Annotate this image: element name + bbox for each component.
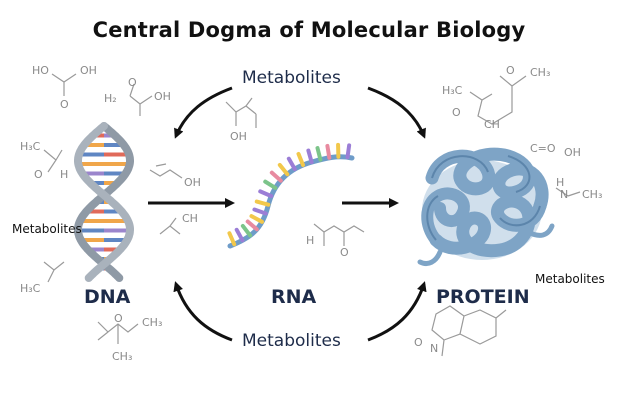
chem-text: H₃C bbox=[20, 282, 41, 295]
rna-base bbox=[249, 214, 265, 224]
metabolites-right-label: Metabolites bbox=[535, 272, 605, 286]
rna-base bbox=[245, 219, 259, 232]
chem-text: CH₃ bbox=[112, 350, 133, 363]
chem-text: O bbox=[114, 312, 123, 325]
rna-base bbox=[254, 199, 271, 207]
chem-text: N bbox=[430, 342, 439, 355]
chem-text: OH bbox=[80, 64, 97, 77]
rna-strand bbox=[227, 142, 355, 249]
rna-base bbox=[252, 207, 268, 216]
dna-helix bbox=[74, 122, 134, 282]
metabolites-top-label: Metabolites bbox=[242, 68, 341, 88]
chem-text: H bbox=[306, 234, 315, 247]
rna-base bbox=[345, 143, 352, 160]
arrow-top-right bbox=[367, 86, 426, 139]
chem-text: CH bbox=[182, 212, 198, 225]
chem-text: HO bbox=[32, 64, 49, 77]
rna-base bbox=[306, 148, 314, 165]
chem-text: O bbox=[60, 98, 69, 111]
protein-structure bbox=[417, 147, 555, 267]
chem-text: O bbox=[414, 336, 423, 349]
chem-text: N bbox=[560, 188, 569, 201]
rna-base bbox=[296, 151, 305, 168]
chem-text: OH bbox=[564, 146, 581, 159]
rna-base bbox=[286, 156, 297, 172]
chem-text: H₃C bbox=[442, 84, 463, 97]
chem-text: C=O bbox=[530, 142, 556, 155]
rna-base bbox=[258, 189, 274, 199]
rna-base bbox=[269, 170, 283, 183]
chem-text: H₃C bbox=[20, 140, 41, 153]
chem-text: H bbox=[556, 176, 565, 189]
rna-base bbox=[227, 231, 237, 247]
chem-text: CH₃ bbox=[142, 316, 163, 329]
diagram-title: Central Dogma of Molecular Biology bbox=[92, 18, 526, 42]
rna-base bbox=[240, 223, 253, 238]
chem-text: OH bbox=[154, 90, 171, 103]
arrow-bottom-left bbox=[173, 281, 233, 342]
chem-text: CH₃ bbox=[530, 66, 551, 79]
dna-backbone bbox=[74, 122, 134, 282]
arrow-bottom-right bbox=[367, 281, 427, 342]
chem-text: O bbox=[340, 246, 349, 259]
chem-text: CH₃ bbox=[582, 188, 603, 201]
chem-text: CH bbox=[484, 118, 500, 131]
dna-label: DNA bbox=[84, 286, 131, 308]
rna-base bbox=[263, 179, 278, 190]
chem-text: O bbox=[128, 76, 137, 89]
metabolites-left-label: Metabolites bbox=[12, 222, 82, 236]
chem-text: O bbox=[34, 168, 43, 181]
protein-label: PROTEIN bbox=[436, 286, 530, 308]
chem-text: O bbox=[452, 106, 461, 119]
rna-base bbox=[325, 143, 332, 160]
chem-structures bbox=[43, 73, 581, 357]
rna-base bbox=[315, 146, 323, 162]
metabolites-bottom-label: Metabolites bbox=[242, 331, 341, 351]
rna-base bbox=[277, 162, 290, 177]
arrow-top-left bbox=[174, 86, 233, 139]
rna-base bbox=[234, 227, 245, 243]
chem-text: OH bbox=[230, 130, 247, 143]
chem-text: OH bbox=[184, 176, 201, 189]
chem-text: O bbox=[506, 64, 515, 77]
rna-label: RNA bbox=[271, 286, 317, 308]
dna-backbone bbox=[74, 122, 134, 282]
chem-text: H bbox=[60, 168, 69, 181]
chem-text: H₂ bbox=[104, 92, 117, 105]
